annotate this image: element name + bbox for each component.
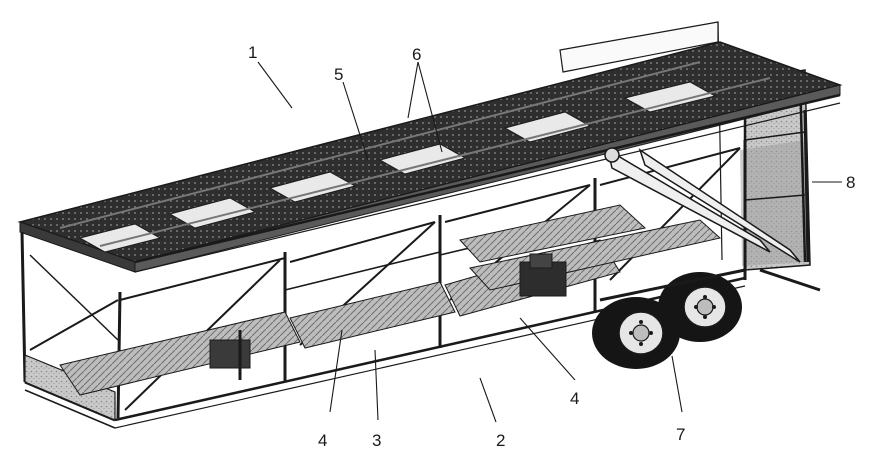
- callout-leaders: [257, 61, 842, 423]
- lift-arm: [604, 147, 801, 263]
- callout-8-label: 8: [846, 173, 855, 192]
- callout-4-left-label: 4: [318, 431, 327, 450]
- callout-2-label: 2: [496, 431, 505, 450]
- callout-7-label: 7: [676, 425, 685, 444]
- callout-5-label: 5: [334, 65, 343, 84]
- wheel-rear: [592, 297, 680, 369]
- gooseneck-front-section: [740, 69, 821, 292]
- tandem-axle-wheels: [592, 268, 746, 369]
- callout-6-label: 6: [412, 45, 421, 64]
- callout-labels: 1 2 3 4 4 5 6 7 8: [248, 43, 855, 450]
- callout-1-label: 1: [248, 43, 257, 62]
- rear-end-frame: [20, 231, 119, 429]
- callout-3-label: 3: [372, 431, 381, 450]
- callout-4-right-label: 4: [570, 389, 579, 408]
- winch-assembly: [209, 253, 567, 380]
- wheel-front: [658, 272, 742, 342]
